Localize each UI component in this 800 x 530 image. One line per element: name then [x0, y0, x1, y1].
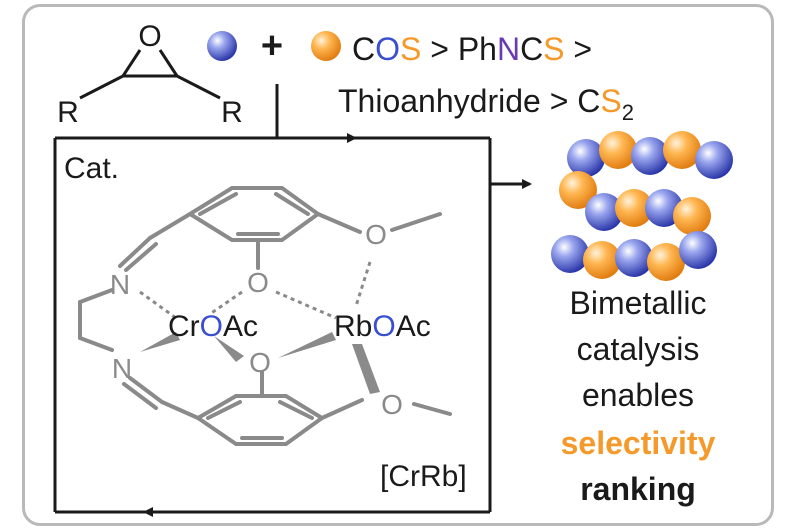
- rb-oxygen: O: [372, 310, 395, 343]
- blue-sphere-icon: [207, 31, 237, 61]
- blue-monomer-sphere: [585, 193, 623, 231]
- oxygen-top-methoxy: O: [365, 219, 387, 250]
- nitrogen-bottom: N: [112, 353, 132, 384]
- ranking-line-2-text: Thioanhydride > C: [338, 83, 600, 119]
- caption-line-5: ranking: [580, 471, 696, 507]
- blue-monomer-sphere: [615, 239, 653, 277]
- plus-sign: +: [261, 25, 283, 67]
- coordination-bonds: [139, 261, 372, 320]
- rb-acetate: Ac: [396, 310, 431, 343]
- ranking-line-2-s: S: [600, 83, 621, 119]
- copolymer-chain: [551, 131, 733, 281]
- ranking-line-2-subscript: 2: [622, 100, 634, 125]
- ranking-line-1-segment: C: [352, 31, 375, 67]
- rubidium-center: RbOAc: [334, 310, 431, 343]
- orange-sphere-icon: [311, 31, 341, 61]
- catalyst-name: [CrRb]: [380, 460, 467, 493]
- blue-monomer-sphere: [679, 231, 717, 269]
- blue-monomer-sphere: [695, 141, 733, 179]
- ranking-line-1-segment: S: [400, 31, 421, 67]
- blue-monomer-sphere: [551, 235, 589, 273]
- caption-line-1: Bimetallic: [570, 285, 707, 321]
- cr-metal: Cr: [168, 310, 200, 343]
- ranking-line-1-segment: N: [497, 31, 520, 67]
- ranking-line-1-segment: O: [375, 31, 400, 67]
- epoxide: O R R: [57, 20, 243, 129]
- nitrogen-top: N: [110, 269, 130, 300]
- caption-line-4: selectivity: [561, 425, 716, 461]
- catalytic-cycle-box: [53, 133, 492, 517]
- orange-monomer-sphere: [673, 197, 711, 235]
- epoxide-r-left: R: [57, 96, 79, 129]
- orange-monomer-sphere: [615, 189, 653, 227]
- catalyst-structure: [78, 186, 452, 446]
- ranking-line-1-segment: C: [520, 31, 543, 67]
- orange-monomer-sphere: [583, 241, 621, 279]
- blue-monomer-sphere: [631, 137, 669, 175]
- caption: Bimetallic catalysis enables selectivity…: [561, 285, 716, 507]
- cr-oxygen: O: [200, 310, 223, 343]
- blue-monomer-sphere: [567, 139, 605, 177]
- ranking-line-1-segment: > Ph: [421, 31, 497, 67]
- epoxide-r-right: R: [221, 96, 243, 129]
- orange-monomer-sphere: [663, 131, 701, 169]
- oxygen-bridge-top: O: [247, 267, 269, 298]
- orange-monomer-sphere: [599, 131, 637, 169]
- wedge-bonds: [140, 332, 380, 394]
- ranking-line-1: COS > PhNCS >: [352, 31, 592, 67]
- ranking-line-2: Thioanhydride > CS2: [338, 83, 634, 125]
- orange-monomer-sphere: [559, 171, 597, 209]
- ranking-line-1-segment: S: [543, 31, 564, 67]
- oxygen-bridge-bottom: O: [249, 347, 271, 378]
- caption-line-2: catalysis: [577, 331, 700, 367]
- epoxide-oxygen: O: [138, 20, 161, 53]
- chromium-center: CrOAc: [168, 310, 258, 343]
- ranking-line-1-segment: >: [565, 31, 593, 67]
- cr-acetate: Ac: [223, 310, 258, 343]
- oxygen-bottom-methoxy: O: [381, 389, 403, 420]
- catalyst-label: Cat.: [64, 152, 119, 185]
- caption-line-3: enables: [582, 377, 694, 413]
- rb-metal: Rb: [334, 310, 372, 343]
- orange-monomer-sphere: [647, 243, 685, 281]
